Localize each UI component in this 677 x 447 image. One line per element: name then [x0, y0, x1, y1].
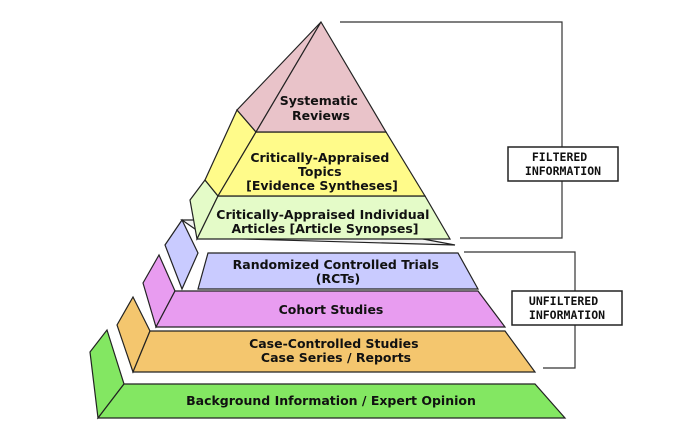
filtered-label-box — [507, 146, 619, 182]
unfiltered-label-box — [511, 290, 623, 326]
level-label-topics: Critically-Appraised Topics [Evidence Sy… — [246, 150, 398, 193]
systematic-line-2: Reviews — [292, 108, 350, 123]
case-line-1: Case-Controlled Studies — [249, 336, 418, 351]
articles-line-2: Articles [Article Synopses] — [231, 221, 418, 236]
filtered-label-line-1: FILTERED — [532, 150, 587, 164]
case-front-face — [132, 330, 537, 373]
unfiltered-label-line-1: UNFILTERED — [529, 294, 598, 308]
topics-line-2: Topics — [298, 164, 342, 179]
cohort-front-face — [155, 290, 507, 328]
level-label-systematic: Systematic Reviews — [280, 93, 363, 123]
background-front-face — [96, 383, 567, 419]
articles-line-1: Critically-Appraised Individual — [216, 207, 429, 222]
systematic-front-face — [254, 20, 388, 133]
filtered-bracket — [340, 21, 563, 239]
topics-line-1: Critically-Appraised — [250, 150, 389, 165]
unfiltered-label-line-2: INFORMATION — [529, 308, 605, 322]
rcts-line-2: (RCTs) — [316, 271, 361, 286]
rcts-front-face — [197, 252, 480, 290]
background-line-1: Background Information / Expert Opinion — [186, 393, 476, 408]
rcts-line-1: Randomized Controlled Trials — [233, 257, 439, 272]
filtered-label-line-2: INFORMATION — [525, 164, 601, 178]
level-label-background: Background Information / Expert Opinion — [186, 393, 476, 408]
topics-line-3: [Evidence Syntheses] — [246, 178, 398, 193]
unfiltered-label: UNFILTERED INFORMATION — [529, 294, 605, 322]
filtered-label: FILTERED INFORMATION — [525, 150, 601, 178]
case-line-2: Case Series / Reports — [261, 350, 411, 365]
level-label-articles: Critically-Appraised Individual Articles… — [216, 207, 433, 236]
level-label-rcts: Randomized Controlled Trials (RCTs) — [233, 257, 444, 286]
rcts-side-face — [164, 218, 199, 291]
level-label-cohort: Cohort Studies — [279, 302, 384, 317]
systematic-line-1: Systematic — [280, 93, 358, 108]
cohort-line-1: Cohort Studies — [279, 302, 384, 317]
level-label-case: Case-Controlled Studies Case Series / Re… — [249, 336, 423, 365]
